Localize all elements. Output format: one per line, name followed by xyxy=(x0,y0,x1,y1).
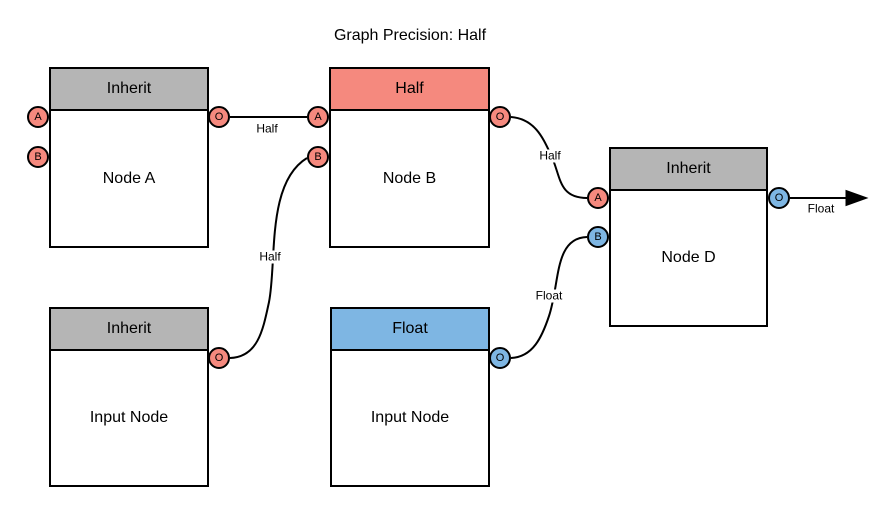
edge-b-to-d-label: Half xyxy=(537,148,563,163)
node-a: Inherit Node A xyxy=(49,67,209,248)
port-node-b-input-b: B xyxy=(307,146,329,168)
input-node-left: Inherit Input Node xyxy=(49,307,209,487)
edge-d-output-label: Float xyxy=(805,201,837,216)
edge-input-left-to-b-label: Half xyxy=(257,249,283,264)
edge-input-right-to-d-label: Float xyxy=(533,288,565,303)
node-b-label: Node B xyxy=(382,169,437,187)
node-a-label: Node A xyxy=(102,169,156,187)
diagram-title: Graph Precision: Half xyxy=(333,27,487,44)
input-node-right: Float Input Node xyxy=(330,307,490,487)
port-node-d-output: O xyxy=(768,187,790,209)
port-node-a-input-a: A xyxy=(27,106,49,128)
port-node-d-input-b: B xyxy=(587,226,609,248)
port-node-a-input-b: B xyxy=(27,146,49,168)
node-d: Inherit Node D xyxy=(609,147,768,327)
port-node-b-input-a: A xyxy=(307,106,329,128)
port-input-right-output: O xyxy=(489,347,511,369)
port-node-b-output: O xyxy=(489,106,511,128)
node-a-header: Inherit xyxy=(51,69,207,111)
port-node-a-output: O xyxy=(208,106,230,128)
node-d-label: Node D xyxy=(661,249,716,266)
node-b-header: Half xyxy=(331,69,488,111)
input-node-left-label: Input Node xyxy=(89,409,169,426)
port-input-left-output: O xyxy=(208,347,230,369)
port-node-d-input-a: A xyxy=(587,187,609,209)
node-b: Half Node B xyxy=(329,67,490,248)
arrowhead-icon xyxy=(845,189,869,207)
input-node-right-label: Input Node xyxy=(370,409,450,426)
input-node-right-header: Float xyxy=(332,309,488,351)
node-d-header: Inherit xyxy=(611,149,766,191)
input-node-left-header: Inherit xyxy=(51,309,207,351)
edge-a-to-b-label: Half xyxy=(254,121,280,136)
